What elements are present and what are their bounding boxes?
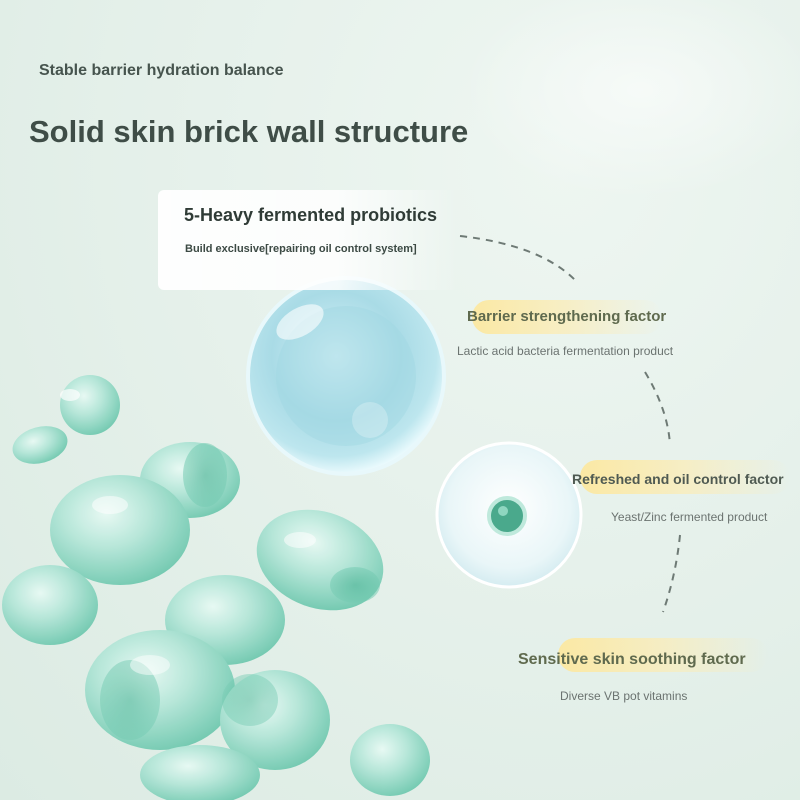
factor-highlight bbox=[580, 460, 790, 494]
factor-barrier-name: Barrier strengthening factor bbox=[467, 308, 667, 325]
clear-bubble-small bbox=[435, 441, 583, 589]
factor-soothing-name: Sensitive skin soothing factor bbox=[518, 651, 746, 668]
factor-oil-control-name: Refreshed and oil control factor bbox=[572, 471, 784, 487]
probiotics-card-title: 5-Heavy fermented probiotics bbox=[184, 205, 438, 225]
probiotics-card-subtitle: Build exclusive[repairing oil control sy… bbox=[185, 243, 417, 255]
factor-highlight bbox=[558, 638, 768, 672]
factor-oil-control-description: Yeast/Zinc fermented product bbox=[611, 510, 768, 524]
factor-highlight bbox=[472, 300, 662, 334]
probiotics-card bbox=[158, 190, 458, 290]
water-bubble-large bbox=[246, 276, 446, 476]
factor-barrier-description: Lactic acid bacteria fermentation produc… bbox=[457, 344, 674, 358]
factor-soothing-description: Diverse VB pot vitamins bbox=[560, 689, 688, 703]
page-title: Solid skin brick wall structure bbox=[29, 114, 469, 149]
gel-capsule-cluster bbox=[2, 375, 430, 800]
section-subtitle: Stable barrier hydration balance bbox=[39, 62, 284, 79]
